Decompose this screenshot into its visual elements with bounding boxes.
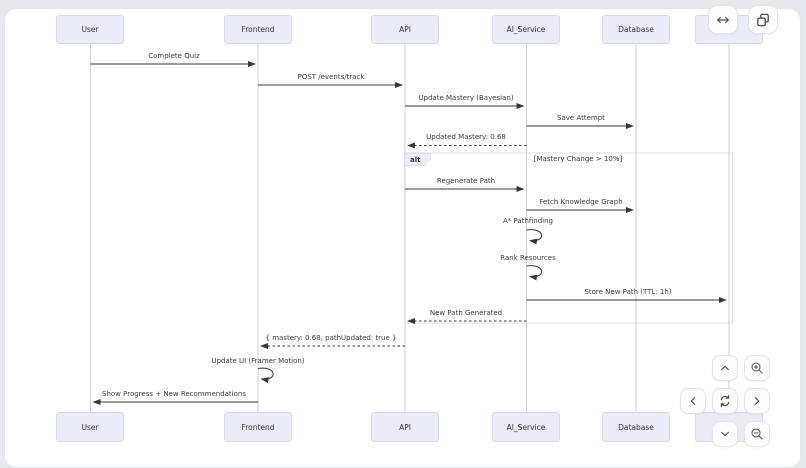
chevron-up-icon: [717, 360, 733, 376]
actor-box-api-bottom: API: [371, 412, 439, 442]
copy-button[interactable]: [748, 5, 778, 34]
message-label: Rank Resources: [500, 254, 556, 262]
actor-box-database-top: Database: [602, 15, 670, 44]
message-label: Update Mastery (Bayesian): [418, 94, 514, 102]
chevron-left-icon: [685, 393, 701, 409]
message-label: Show Progress + New Recommendations: [102, 390, 246, 398]
pan-up-button[interactable]: [712, 355, 738, 381]
actor-label: User: [81, 25, 99, 34]
actor-label: API: [399, 422, 411, 432]
pan-left-button[interactable]: [680, 388, 706, 414]
actor-label: Frontend: [241, 422, 275, 432]
actor-label: User: [81, 422, 99, 432]
app-root: { "diagram": { "type": "sequence-diagram…: [4, 5, 801, 468]
actor-box-user-bottom: User: [56, 412, 124, 442]
actor-box-api-top: API: [371, 15, 439, 44]
message-label: A* Pathfinding: [502, 217, 554, 225]
zoom-out-button[interactable]: [744, 421, 770, 447]
expand-width-button[interactable]: [708, 5, 738, 34]
message-label: New Path Generated: [429, 309, 503, 317]
actor-box-frontend-top: Frontend: [224, 15, 292, 44]
actor-box-database-bottom: Database: [602, 412, 670, 442]
actor-label: AI_Service: [506, 422, 546, 432]
pan-down-button[interactable]: [712, 421, 738, 447]
reset-view-button[interactable]: [712, 388, 738, 414]
chevron-down-icon: [717, 426, 733, 442]
message-label: Store New Path (TTL: 1h): [584, 288, 672, 296]
alt-condition-label: [Mastery Change > 10%]: [533, 155, 623, 163]
actor-label: Database: [618, 25, 654, 34]
actor-box-ai-service-top: AI_Service: [492, 15, 560, 44]
message-label: Save Attempt: [557, 114, 605, 122]
sequence-wires: [90, 44, 733, 412]
actor-label: API: [399, 25, 411, 34]
message-label: Fetch Knowledge Graph: [539, 198, 623, 206]
magnifier-plus-icon: [749, 360, 765, 376]
actor-box-frontend-bottom: Frontend: [224, 412, 292, 442]
actor-label: Database: [618, 422, 654, 432]
zoom-in-button[interactable]: [744, 355, 770, 381]
refresh-icon: [717, 393, 733, 409]
pan-right-button[interactable]: [744, 388, 770, 414]
actor-box-user-top: User: [56, 15, 124, 44]
horizontal-arrows-icon: [714, 11, 732, 29]
chevron-right-icon: [749, 393, 765, 409]
actor-label: Frontend: [241, 25, 275, 34]
message-label: Update UI (Framer Motion): [211, 357, 305, 365]
message-label: POST /events/track: [297, 73, 365, 81]
alt-operator-tab: alt: [404, 153, 431, 166]
message-label: Updated Mastery: 0.68: [426, 133, 506, 141]
message-label: { mastery: 0.68, pathUpdated: true }: [265, 334, 397, 342]
diagram-canvas[interactable]: User Frontend API AI_Service Database Us…: [4, 8, 801, 468]
magnifier-minus-icon: [749, 426, 765, 442]
message-label: Regenerate Path: [436, 177, 496, 185]
actor-label: AI_Service: [506, 25, 546, 34]
message-label: Complete Quiz: [148, 52, 200, 60]
copy-icon: [754, 11, 772, 29]
actor-box-ai-service-bottom: AI_Service: [492, 412, 560, 442]
